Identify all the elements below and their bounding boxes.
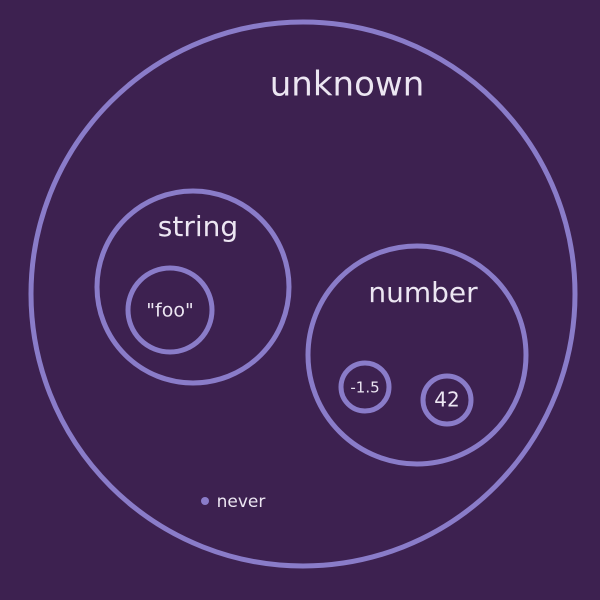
unknown-set-circle: [28, 19, 578, 569]
never-dot: [201, 497, 209, 505]
number-set-circle: [305, 243, 529, 467]
forty-two-literal-circle: [420, 373, 474, 427]
string-label: string: [158, 210, 238, 243]
neg-one-point-five-literal-circle: [338, 360, 392, 414]
forty-two-literal-label: 42: [434, 388, 459, 412]
foo-literal-circle: [125, 265, 215, 355]
unknown-label: unknown: [270, 65, 425, 105]
foo-literal-label: "foo": [146, 300, 193, 322]
string-set-circle: [94, 188, 292, 386]
neg-one-point-five-literal-label: -1.5: [350, 379, 379, 397]
number-label: number: [368, 276, 478, 309]
never-label: never: [217, 492, 266, 512]
